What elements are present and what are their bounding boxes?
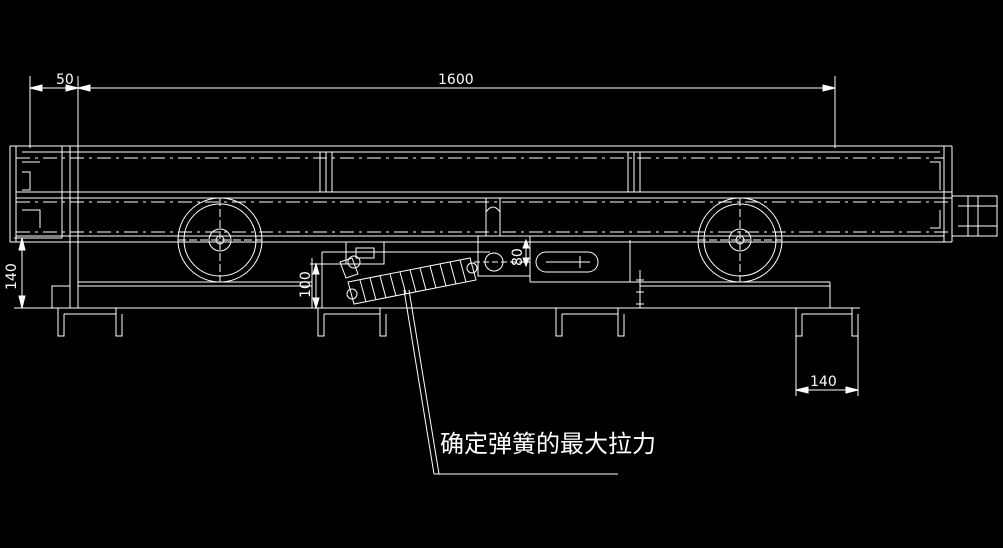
left-end-bracket xyxy=(22,146,79,308)
dimension-left-140 xyxy=(14,237,62,309)
spring-assembly xyxy=(339,235,599,305)
outer-frame xyxy=(9,145,953,243)
web-plates xyxy=(319,152,641,236)
right-wheel xyxy=(697,197,783,283)
dimension-bottom-140 xyxy=(795,336,859,396)
dim-label-140-left: 140 xyxy=(4,263,20,290)
spring-coil xyxy=(346,257,478,305)
dimension-top xyxy=(29,76,836,148)
annotation-leader xyxy=(403,289,618,475)
dim-label-100: 100 xyxy=(298,271,314,298)
dim-label-50: 50 xyxy=(56,72,74,88)
channel-supports xyxy=(57,308,859,337)
dim-label-80: 80 xyxy=(510,248,526,266)
chain-centerline xyxy=(16,157,952,233)
dim-label-140-bottom: 140 xyxy=(810,374,837,390)
dimension-80 xyxy=(522,238,530,268)
annotation-text: 确定弹簧的最大拉力 xyxy=(440,430,656,458)
dim-label-1600: 1600 xyxy=(438,72,474,88)
right-end-bracket xyxy=(930,161,998,237)
dimension-100 xyxy=(310,262,346,310)
left-wheel xyxy=(177,197,263,283)
base-rails xyxy=(51,240,860,309)
